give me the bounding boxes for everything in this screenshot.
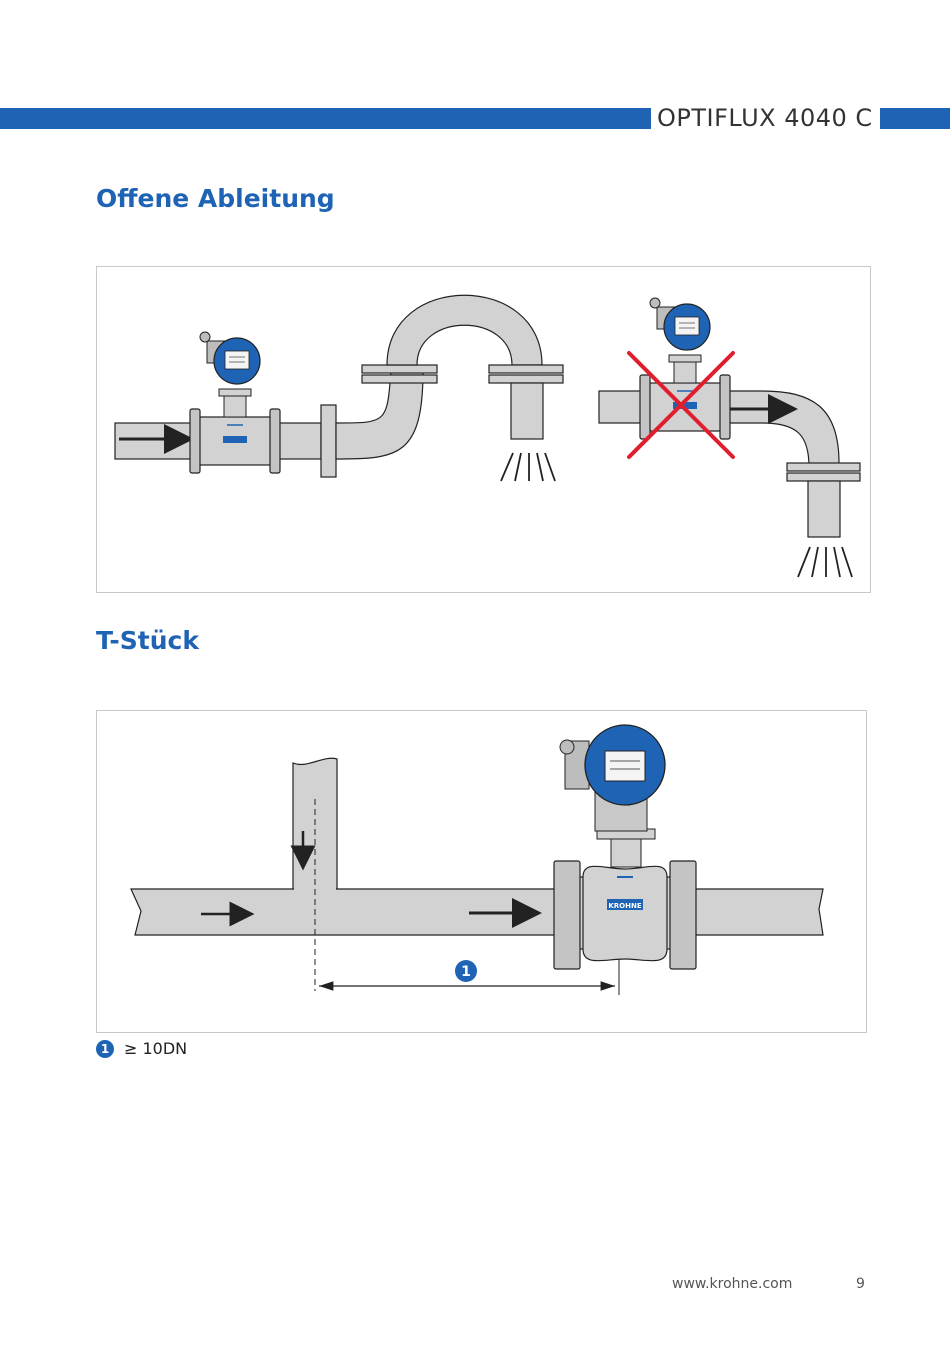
product-title: OPTIFLUX 4040 C (657, 104, 873, 132)
open-discharge-diagram (114, 294, 861, 578)
flowmeter-good (189, 331, 281, 474)
legend: 1 ≥ 10DN (96, 1039, 187, 1058)
callout-1-number: 1 (461, 964, 471, 980)
t-piece-diagram: KROHNE 1 (130, 724, 824, 995)
section-title-t-stueck: T-Stück (96, 626, 199, 655)
header-band-right (880, 108, 950, 129)
legend-text: ≥ 10DN (124, 1039, 188, 1058)
page-number: 9 (856, 1276, 865, 1292)
header-band-left (0, 108, 651, 129)
figure-open-discharge (96, 266, 871, 593)
footer-url[interactable]: www.krohne.com (672, 1276, 793, 1292)
section-title-offene-ableitung: Offene Ableitung (96, 184, 335, 213)
figure-t-piece: KROHNE 1 (96, 710, 867, 1033)
brand-plate: KROHNE (608, 902, 641, 910)
legend-number-badge: 1 (96, 1039, 114, 1058)
callout-1-badge (455, 960, 477, 982)
wrong-cross-icon (627, 351, 735, 459)
flowmeter-large: KROHNE (553, 724, 697, 970)
